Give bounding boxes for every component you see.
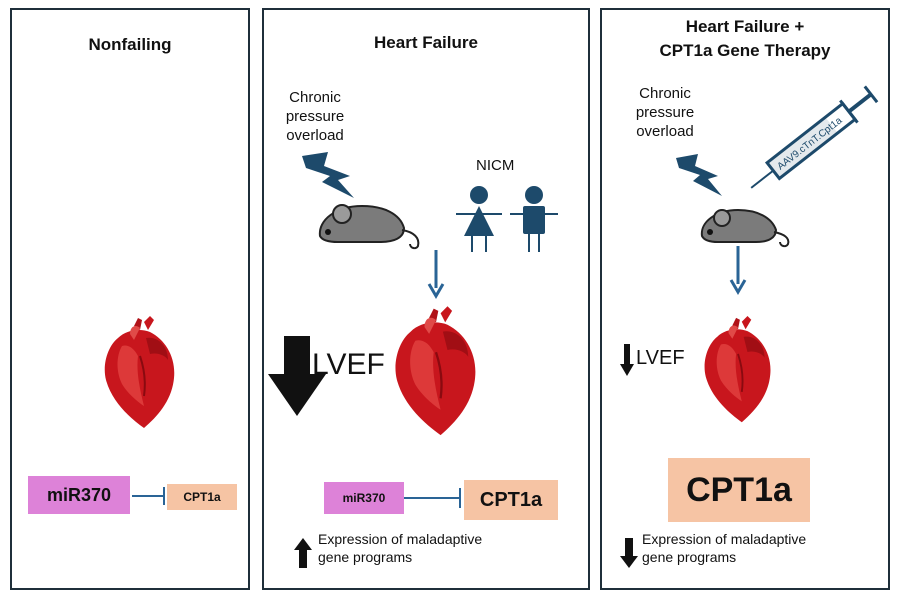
mir370-label: miR370 bbox=[46, 484, 112, 505]
nicm-label: NICM bbox=[476, 157, 515, 174]
panel-gene-therapy: Heart Failure + CPT1a Gene Therapy Chron… bbox=[600, 8, 890, 590]
panel-title-line2: CPT1a Gene Therapy bbox=[659, 41, 831, 60]
mir370-label: miR370 bbox=[342, 491, 386, 505]
cpt1a-label: CPT1a bbox=[183, 490, 221, 504]
expression-label: Expression of maladaptive gene programs bbox=[318, 531, 483, 565]
cpt1a-box: CPT1a bbox=[464, 480, 558, 520]
down-arrow-icon bbox=[729, 246, 747, 295]
panel-title: Nonfailing bbox=[88, 35, 172, 54]
mouse-icon bbox=[700, 208, 790, 248]
expression-label: Expression of maladaptive gene programs bbox=[642, 531, 807, 565]
cpt1a-label: CPT1a bbox=[479, 488, 543, 511]
chronic-label: Chronic pressure overload bbox=[635, 85, 695, 140]
heart-icon bbox=[394, 305, 477, 437]
heart-icon bbox=[103, 315, 176, 429]
inhibition-icon bbox=[404, 488, 461, 508]
lvef-down-arrow-icon bbox=[620, 344, 634, 376]
mir370-box: miR370 bbox=[28, 476, 130, 514]
heart-icon bbox=[703, 315, 772, 424]
male-person-icon bbox=[510, 186, 558, 252]
chronic-label: Chronic pressure overload bbox=[285, 89, 345, 144]
lightning-icon bbox=[676, 154, 722, 196]
lvef-label: LVEF bbox=[312, 348, 385, 381]
inhibition-icon bbox=[132, 487, 165, 505]
panel-heart-failure: Heart Failure Chronic pressure overload … bbox=[262, 8, 590, 590]
cpt1a-box: CPT1a bbox=[167, 484, 237, 510]
syringe-label: AAV9.cTnT.Cpt1a bbox=[776, 115, 845, 172]
lvef-label: LVEF bbox=[636, 347, 685, 369]
syringe-icon: AAV9.cTnT.Cpt1a bbox=[750, 85, 879, 189]
down-arrow-icon bbox=[620, 538, 638, 568]
panel-title: Heart Failure bbox=[374, 33, 478, 52]
panel-title-line1: Heart Failure + bbox=[685, 17, 805, 36]
lightning-icon bbox=[302, 152, 354, 198]
female-person-icon bbox=[456, 186, 502, 252]
up-arrow-icon bbox=[294, 538, 312, 568]
mir370-box: miR370 bbox=[324, 482, 404, 514]
panel-nonfailing: Nonfailing miR370 CPT1a bbox=[10, 8, 250, 590]
lvef-down-arrow-icon bbox=[268, 336, 326, 416]
down-arrow-icon bbox=[427, 250, 445, 299]
cpt1a-label: CPT1a bbox=[686, 470, 792, 509]
mouse-icon bbox=[318, 204, 420, 250]
cpt1a-box: CPT1a bbox=[668, 458, 810, 522]
